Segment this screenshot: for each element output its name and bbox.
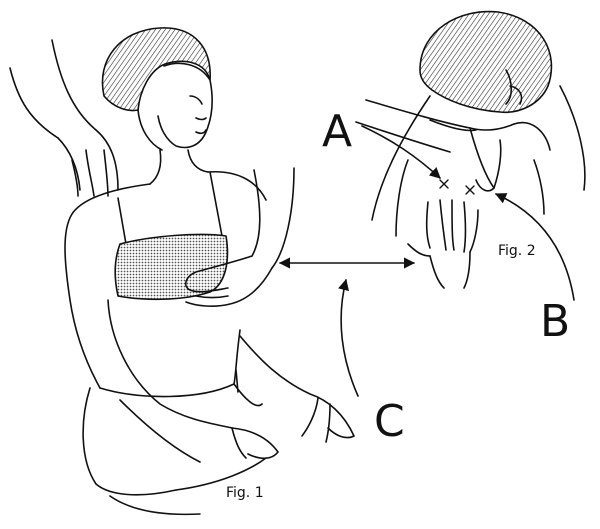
label-c: C xyxy=(374,396,405,447)
label-a: A xyxy=(322,106,353,157)
woman-head xyxy=(101,27,213,151)
cross-marks xyxy=(439,179,475,195)
fig2-examiner-arm xyxy=(355,99,551,192)
fig2-head xyxy=(419,10,553,113)
examiner-left-hand xyxy=(9,39,119,197)
fig2-back xyxy=(371,85,586,237)
arrow-b xyxy=(494,193,575,301)
woman-arms xyxy=(107,299,355,460)
examiner-right-hand xyxy=(184,167,295,307)
woman-lap xyxy=(82,369,267,516)
fig2-examiner-hand xyxy=(407,199,479,289)
label-b: B xyxy=(540,296,571,347)
caption-fig1: Fig. 1 xyxy=(226,485,264,501)
bra xyxy=(114,171,229,301)
caption-fig2: Fig. 2 xyxy=(498,243,536,259)
arrow-a xyxy=(361,125,441,179)
woman-torso xyxy=(64,149,267,398)
arrow-c-pointer xyxy=(338,278,359,397)
